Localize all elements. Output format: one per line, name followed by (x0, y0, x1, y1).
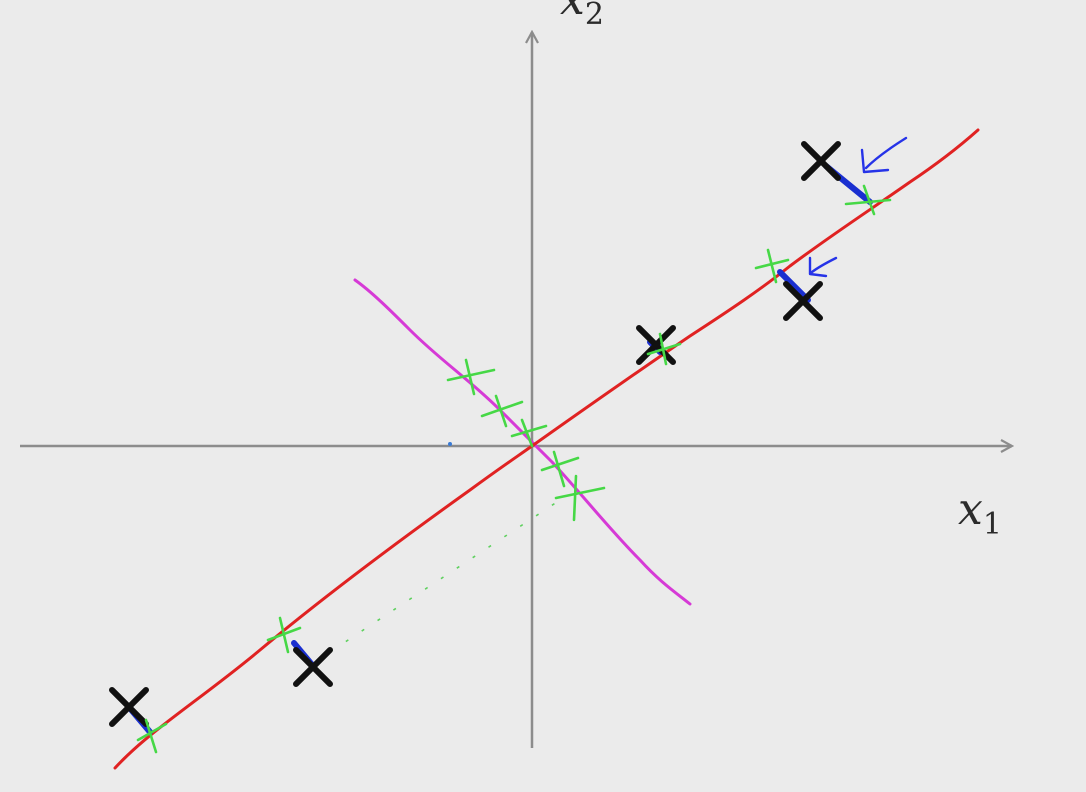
x2-axis-label: x2 (560, 0, 604, 30)
data-point-3 (636, 325, 676, 365)
x2-symbol: x (560, 0, 585, 25)
x2-subscript: 2 (584, 0, 604, 32)
projected-point (136, 718, 168, 754)
origin-speck (448, 442, 452, 446)
arrow-icon (860, 136, 908, 174)
projected-point (554, 474, 606, 522)
projected-point (646, 332, 682, 366)
projected-point (754, 248, 790, 284)
projected-point (266, 616, 302, 654)
data-point-2 (293, 647, 333, 687)
data-point-4 (783, 281, 823, 321)
projection-segments (125, 163, 873, 735)
projected-point (844, 184, 892, 216)
arrow-annotations (808, 136, 908, 278)
x1-symbol: x (958, 484, 983, 535)
data-point-1 (109, 687, 149, 727)
data-points (109, 141, 841, 727)
principal-direction-line (113, 128, 980, 770)
x1-subscript: 1 (982, 507, 1002, 542)
data-point-5 (801, 141, 841, 181)
projected-point (480, 394, 524, 428)
arrow-icon (808, 256, 838, 278)
projection-segment (777, 269, 811, 303)
projected-point (540, 450, 580, 488)
projected-points-principal (136, 184, 892, 754)
projected-points-orthogonal (446, 358, 606, 522)
projected-point (446, 358, 496, 396)
dotted-projection-guide (329, 499, 561, 653)
projected-point (510, 418, 548, 448)
x1-axis-label: x1 (958, 488, 1002, 540)
